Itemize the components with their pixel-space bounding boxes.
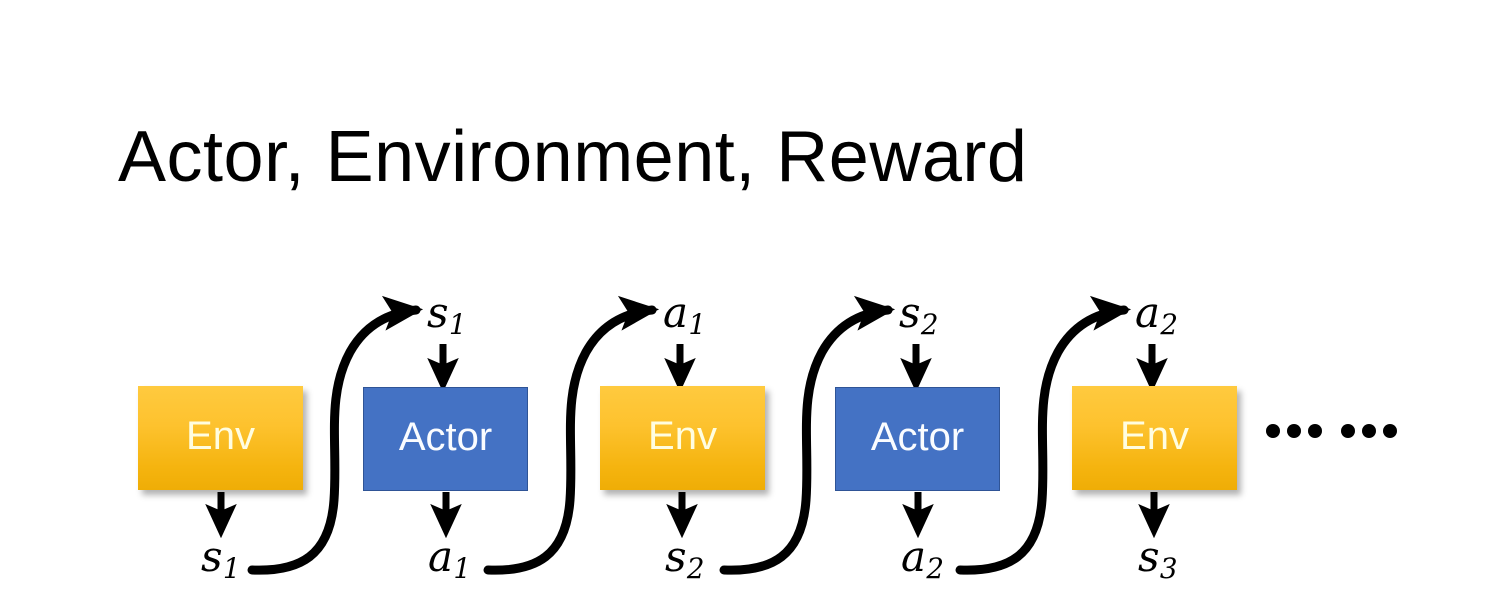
var-base: s [899,288,921,337]
var-subscript: 2 [1160,308,1178,342]
label-state-s2-bottom: s2 [665,536,704,583]
var-subscript: 2 [686,552,705,586]
arrow-box-to-bottom-group [205,492,1170,539]
var-base: s [1138,532,1160,581]
label-state-s2-top: s2 [899,292,938,339]
node-env-3[interactable]: Env [1072,386,1237,490]
ellipsis-dot [1308,424,1322,438]
label-action-a2-top: a2 [1135,292,1178,339]
ellipsis-dot [1383,424,1397,438]
var-subscript: 1 [222,552,241,586]
var-subscript: 1 [688,308,706,342]
var-base: a [663,288,689,337]
var-base: a [428,532,454,581]
node-label: Actor [398,415,493,459]
node-label: Actor [870,415,965,459]
ellipsis-dot [1341,424,1355,438]
var-base: a [901,532,927,581]
var-base: s [427,288,449,337]
page-title: Actor, Environment, Reward [118,117,1028,197]
var-subscript: 3 [1159,552,1178,586]
ellipsis-dot [1287,424,1301,438]
var-base: s [665,532,687,581]
node-label: Env [1120,414,1189,458]
var-subscript: 1 [453,552,471,586]
var-base: a [1135,288,1161,337]
var-base: s [201,532,223,581]
label-state-s1-top: s1 [427,292,466,339]
label-state-s3-bottom: s3 [1138,536,1177,583]
label-state-s1-bottom: s1 [201,536,240,583]
label-action-a2-bottom: a2 [901,536,944,583]
var-subscript: 1 [448,308,467,342]
node-env-2[interactable]: Env [600,386,765,490]
label-action-a1-bottom: a1 [428,536,471,583]
node-label: Env [186,414,255,458]
arrow-top-to-box-group [427,344,1168,393]
ellipsis-gap [1329,431,1334,432]
node-label: Env [648,414,717,458]
var-subscript: 2 [920,308,939,342]
node-actor-2[interactable]: Actor [835,387,1000,491]
ellipsis-continuation [1266,424,1397,438]
ellipsis-dot [1266,424,1280,438]
ellipsis-dot [1362,424,1376,438]
var-subscript: 2 [926,552,944,586]
node-env-1[interactable]: Env [138,386,303,490]
node-actor-1[interactable]: Actor [363,387,528,491]
label-action-a1-top: a1 [663,292,706,339]
